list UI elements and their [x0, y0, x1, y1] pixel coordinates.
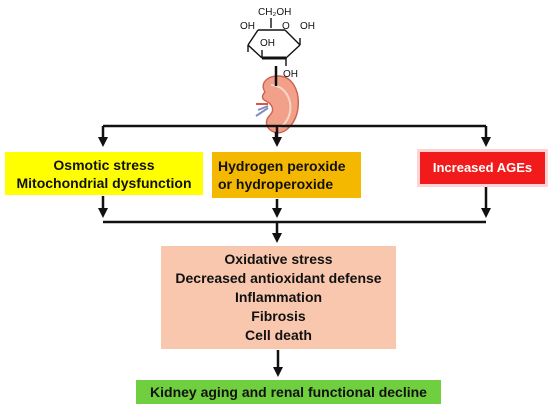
- outcome-label: Kidney aging and renal functional declin…: [150, 384, 427, 400]
- kidney-aging-outcome-box: Kidney aging and renal functional declin…: [136, 380, 441, 404]
- center-line-5: Cell death: [245, 327, 312, 343]
- hydrogen-line-1: Hydrogen peroxide: [218, 158, 346, 174]
- oh-top-left-label: OH: [240, 21, 255, 32]
- oh-bottom-right-label: OH: [283, 69, 298, 80]
- ch2oh-label: CH₂OH: [258, 7, 291, 18]
- oh-mid-label: OH: [260, 38, 275, 49]
- center-line-3: Inflammation: [234, 289, 323, 305]
- osmotic-stress-box: Osmotic stress Mitochondrial dysfunction: [5, 152, 203, 195]
- osmotic-line-2: Mitochondrial dysfunction: [16, 174, 192, 191]
- center-line-4: Fibrosis: [251, 308, 306, 324]
- hydrogen-peroxide-box: Hydrogen peroxide or hydroperoxide: [212, 152, 361, 198]
- hydrogen-line-2: or hydroperoxide: [218, 176, 334, 192]
- increased-ages-box: Increased AGEs: [420, 152, 545, 184]
- ring-o-label: O: [282, 21, 290, 32]
- oxidative-stress-box: Oxidative stress Decreased antioxidant d…: [161, 246, 396, 349]
- oh-top-right-label: OH: [300, 21, 315, 32]
- glucose-molecule-icon: [247, 18, 301, 66]
- osmotic-line-1: Osmotic stress: [53, 156, 155, 173]
- center-line-2: Decreased antioxidant defense: [175, 270, 382, 286]
- ages-label: Increased AGEs: [432, 160, 533, 175]
- center-line-1: Oxidative stress: [224, 251, 333, 267]
- kidney-icon: [255, 75, 299, 134]
